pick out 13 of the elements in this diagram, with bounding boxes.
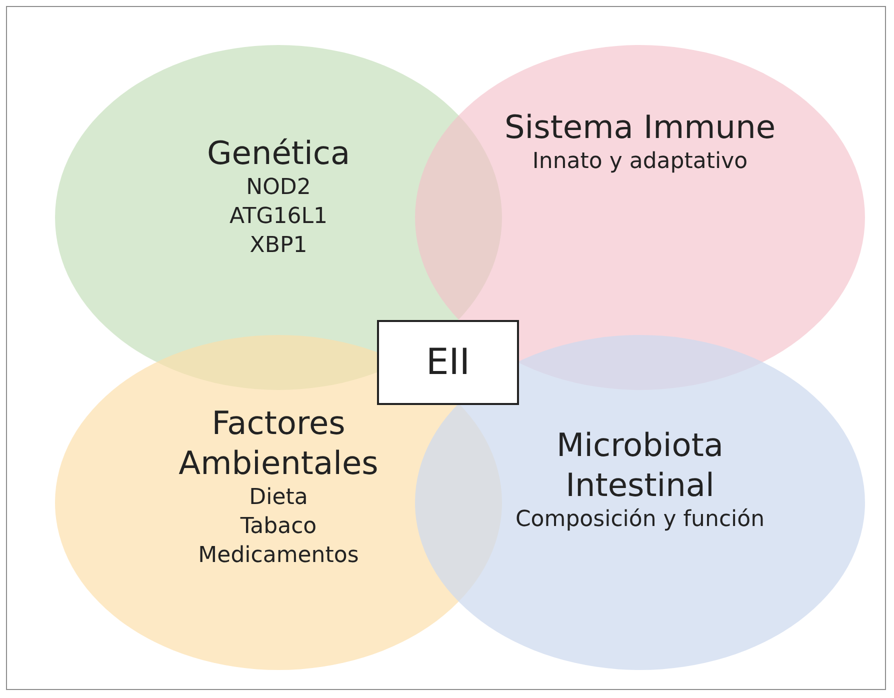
circle-text: Tabaco (240, 513, 317, 541)
circle-text: ATG16L1 (229, 203, 328, 231)
center-label-box: EII (377, 320, 519, 405)
circle-text: NOD2 (246, 174, 311, 202)
circle-text: Composición y función (515, 506, 765, 534)
circle-text: Innato y adaptativo (532, 148, 748, 176)
circle-heading: Factores Ambientales (178, 403, 380, 483)
circle-heading: Microbiota Intestinal (555, 425, 725, 505)
circle-text: XBP1 (250, 232, 308, 260)
circle-text: Medicamentos (198, 542, 359, 570)
circle-text: Dieta (249, 484, 308, 512)
circle-heading: Genética (206, 133, 350, 173)
circle-heading: Sistema Immune (504, 107, 776, 147)
